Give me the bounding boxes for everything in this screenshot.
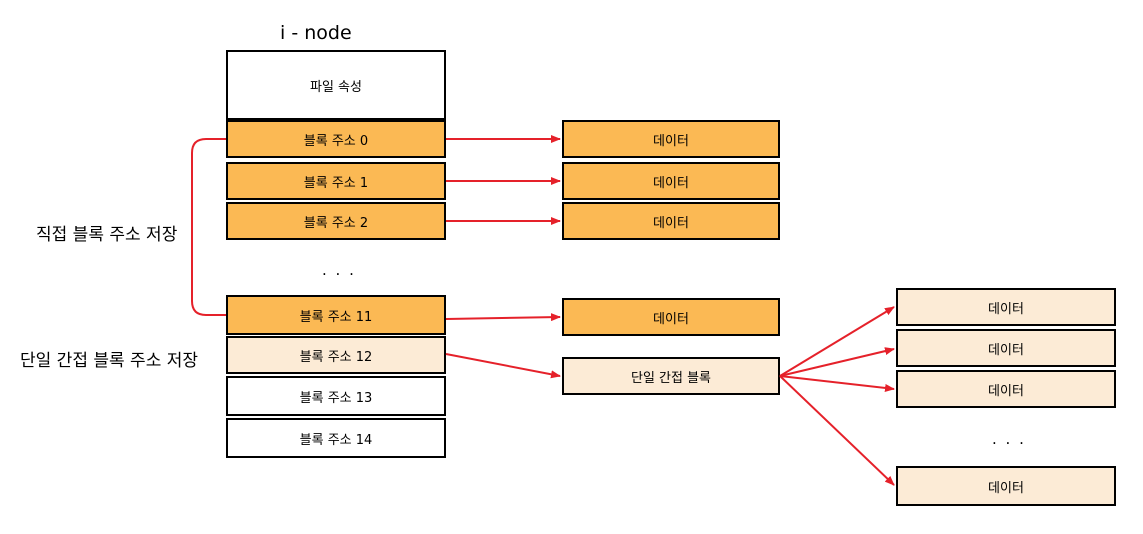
indirect-data-block-2: 데이터	[896, 370, 1116, 408]
single-indirect-label: 단일 간접 블록 주소 저장	[20, 351, 199, 371]
data-block-direct-1: 데이터	[562, 162, 780, 200]
arrow-indirect-to-data3	[779, 375, 895, 486]
inode-ellipsis: . . .	[322, 261, 356, 279]
single-indirect-block: 단일 간접 블록	[562, 357, 780, 395]
inode-title: i - node	[280, 22, 352, 44]
arrow-block11-to-data	[445, 313, 561, 322]
block-address-2: 블록 주소 2	[226, 202, 446, 240]
block-address-1: 블록 주소 1	[226, 162, 446, 200]
indirect-data-block-0: 데이터	[896, 288, 1116, 326]
direct-block-label: 직접 블록 주소 저장	[36, 225, 178, 245]
arrow-indirect-to-data0	[779, 306, 895, 377]
arrow-indirect-to-data2	[779, 375, 895, 392]
indirect-data-block-3: 데이터	[896, 466, 1116, 506]
indirect-data-ellipsis: . . .	[992, 430, 1026, 448]
block-address-12: 블록 주소 12	[226, 336, 446, 374]
direct-range-bracket	[191, 138, 226, 316]
file-attributes-block: 파일 속성	[226, 50, 446, 120]
block-address-0: 블록 주소 0	[226, 120, 446, 158]
block-address-11: 블록 주소 11	[226, 295, 446, 335]
data-block-direct-2: 데이터	[562, 202, 780, 240]
block-address-14: 블록 주소 14	[226, 418, 446, 458]
indirect-data-block-1: 데이터	[896, 329, 1116, 367]
arrow-indirect-to-data1	[779, 347, 895, 377]
block-address-13: 블록 주소 13	[226, 376, 446, 416]
data-block-direct-0: 데이터	[562, 120, 780, 158]
data-block-direct-11: 데이터	[562, 298, 780, 336]
arrow-block12-to-indirect	[445, 353, 561, 379]
